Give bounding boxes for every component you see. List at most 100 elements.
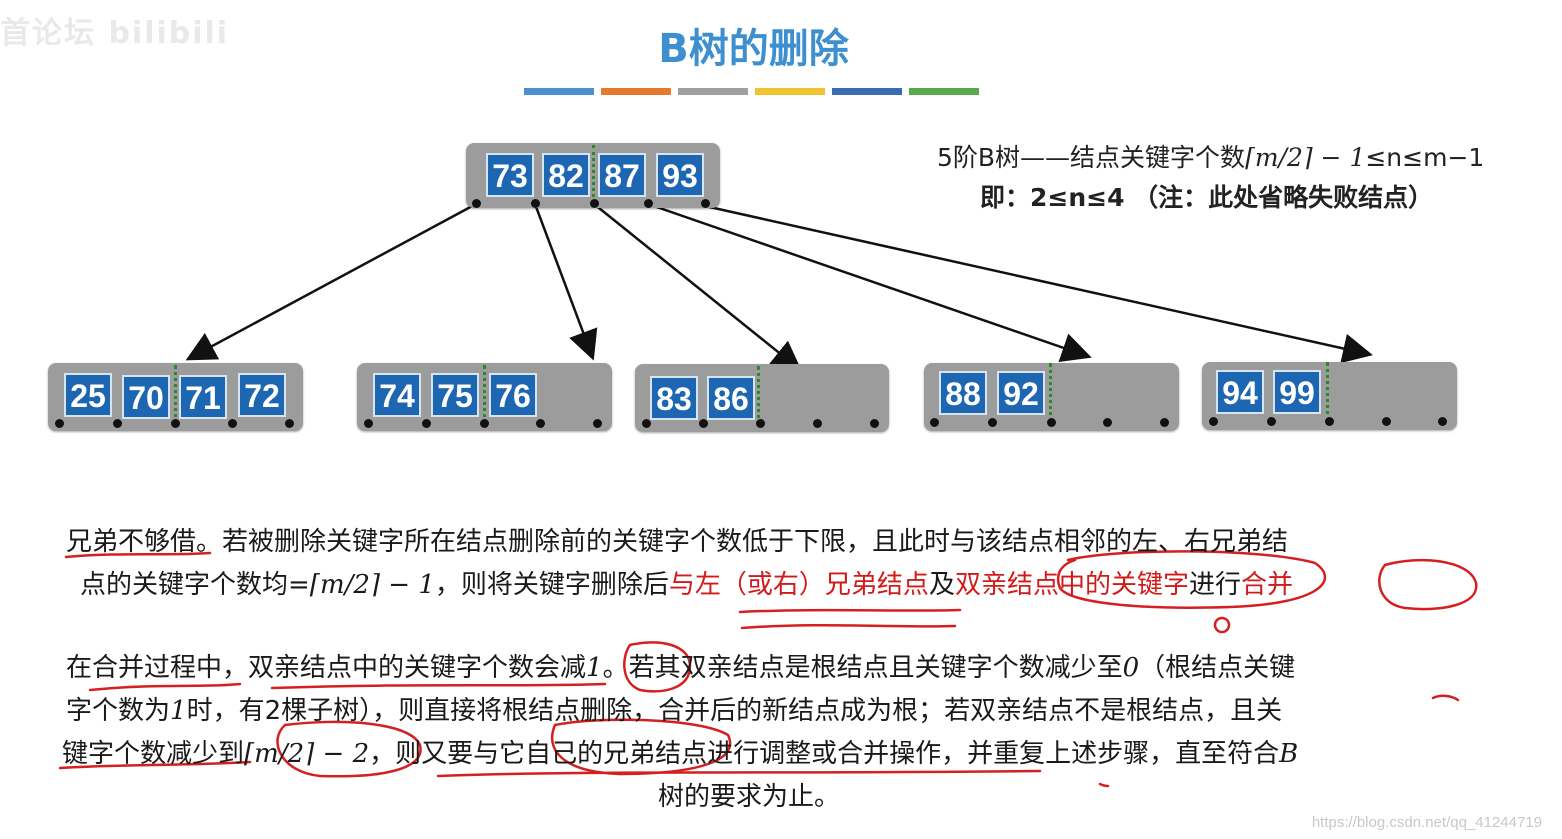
p1-text: 点的关键字个数均= bbox=[80, 570, 310, 600]
p1-highlight-sibling: 与左（或右）兄弟结点 bbox=[668, 570, 929, 600]
order-note-line2: 即：2≤n≤4 （注：此处省略失败结点） bbox=[980, 183, 1434, 212]
edge-to-child-5 bbox=[704, 204, 1373, 364]
paragraph2-line1: 在合并过程中，双亲结点中的关键字个数会减1。若其双亲结点是根结点且关键字个数减少… bbox=[66, 647, 1295, 690]
p2-num: 1 bbox=[170, 696, 187, 726]
child-pointer-dot bbox=[988, 418, 997, 427]
p2-formula: ⌈m/2⌉ − 2 bbox=[244, 739, 370, 769]
edge-to-child-2 bbox=[533, 203, 598, 361]
edge-to-child-4 bbox=[647, 202, 1092, 362]
p2-num: 1 bbox=[586, 653, 603, 683]
root-node: 73 82 87 93 bbox=[466, 143, 720, 208]
p2-text: （根结点关键 bbox=[1139, 653, 1296, 683]
edge-to-child-1 bbox=[185, 202, 477, 361]
accent-bar bbox=[601, 88, 671, 95]
child-pointer-dot bbox=[699, 419, 708, 428]
underline-adjust-merge bbox=[436, 769, 1042, 778]
child-pointer-dot bbox=[1325, 417, 1334, 426]
child-pointer-dot bbox=[1438, 417, 1447, 426]
child-pointer-dot bbox=[642, 419, 651, 428]
p2-text: 时，有2棵子树），则直接将根结点删除，合并后的新结点成为根；若双亲结点不是根结点… bbox=[186, 696, 1283, 726]
key-separator bbox=[757, 366, 760, 426]
circle-merge bbox=[1378, 558, 1478, 611]
child-pointer-dot bbox=[930, 418, 939, 427]
child-key: 94 bbox=[1216, 370, 1264, 414]
child-pointer-dot bbox=[1209, 417, 1218, 426]
p1-formula: ⌈m/2⌉ − 1 bbox=[309, 570, 435, 600]
child-pointer-dot bbox=[590, 199, 599, 208]
paragraph2-line2: 字个数为1时，有2棵子树），则直接将根结点删除，合并后的新结点成为根；若双亲结点… bbox=[66, 690, 1282, 733]
accent-bar bbox=[678, 88, 748, 95]
child-pointer-dot bbox=[1267, 417, 1276, 426]
p1-text: ，则将关键字删除后 bbox=[434, 570, 669, 600]
p2-text: 在合并过程中，双亲结点中的关键字个数会减 bbox=[66, 653, 587, 683]
root-key: 73 bbox=[486, 153, 534, 197]
accent-bar bbox=[909, 88, 979, 95]
child-key: 71 bbox=[179, 375, 227, 419]
p2-text: ，则又要与它自己的兄弟结点进行调整或合并操作，并重复上述步骤，直至符合 bbox=[369, 739, 1280, 769]
p2-b-letter: B bbox=[1279, 739, 1299, 769]
key-separator bbox=[483, 365, 486, 425]
child-pointer-dot bbox=[1382, 417, 1391, 426]
underline-left-right-sibling bbox=[738, 608, 962, 614]
child-pointer-dot bbox=[422, 419, 431, 428]
child-pointer-dot bbox=[813, 419, 822, 428]
child-key: 70 bbox=[122, 375, 170, 419]
handwritten-annotations bbox=[58, 550, 1478, 788]
small-circle-mark bbox=[1213, 616, 1231, 634]
p2-num: 0 bbox=[1122, 653, 1140, 683]
underline-parent-count bbox=[270, 682, 607, 690]
edge-to-child-3 bbox=[593, 203, 802, 372]
key-separator bbox=[592, 145, 595, 203]
child-key: 92 bbox=[997, 371, 1045, 415]
child-pointer-dot bbox=[701, 199, 710, 208]
circle-parent-key bbox=[1056, 550, 1327, 609]
child-pointer-dot bbox=[1160, 418, 1169, 427]
child-pointer-dot bbox=[113, 419, 122, 428]
order-note-formula: ⌈m/2⌉ − 1 bbox=[1245, 143, 1366, 172]
circle-own-sibling bbox=[550, 718, 732, 776]
bilibili-logo: 首论坛 bilibili bbox=[0, 16, 230, 51]
p2-text: 键字个数减少到 bbox=[62, 739, 245, 769]
accent-bar bbox=[524, 88, 594, 95]
child-key: 99 bbox=[1273, 370, 1321, 414]
order-note-prefix: 5阶B树——结点关键字个数 bbox=[937, 143, 1246, 172]
root-key: 87 bbox=[598, 153, 646, 197]
child-node-1: 25 70 71 72 bbox=[48, 363, 303, 431]
order-note-line1: 5阶B树——结点关键字个数⌈m/2⌉ − 1≤n≤m−1 bbox=[937, 138, 1484, 174]
key-separator bbox=[1049, 363, 1052, 423]
p1-highlight-parent-key: 双亲结点中的关键字 bbox=[954, 570, 1189, 600]
paragraph1-line1: 兄弟不够借。若被删除关键字所在结点删除前的关键字个数低于下限，且此时与该结点相邻… bbox=[66, 527, 1289, 557]
root-key: 93 bbox=[656, 153, 704, 197]
circle-minus-one bbox=[623, 641, 692, 693]
key-separator bbox=[174, 365, 177, 425]
child-pointer-dot bbox=[756, 419, 765, 428]
order-note-suffix: ≤n≤m−1 bbox=[1365, 143, 1485, 172]
child-pointer-dot bbox=[285, 419, 294, 428]
p2-text: 字个数为 bbox=[66, 696, 171, 726]
page-title: B树的删除 bbox=[658, 26, 849, 72]
child-pointer-dot bbox=[55, 419, 64, 428]
child-key: 72 bbox=[238, 373, 286, 417]
child-key: 83 bbox=[650, 376, 698, 420]
p2-text: 。若其双亲结点是根结点且关键字个数减少至 bbox=[602, 653, 1123, 683]
child-pointer-dot bbox=[472, 199, 481, 208]
child-pointer-dot bbox=[1047, 418, 1056, 427]
child-key: 75 bbox=[431, 373, 479, 417]
accent-bar bbox=[755, 88, 825, 95]
child-pointer-dot bbox=[536, 419, 545, 428]
child-pointer-dot bbox=[480, 419, 489, 428]
child-key: 76 bbox=[489, 373, 537, 417]
child-key: 25 bbox=[64, 373, 112, 417]
paragraph2-line3: 键字个数减少到⌈m/2⌉ − 2，则又要与它自己的兄弟结点进行调整或合并操作，并… bbox=[62, 733, 1298, 776]
circle-formula-minus-two bbox=[276, 720, 422, 778]
key-separator bbox=[1326, 362, 1329, 422]
underline-merge-process bbox=[88, 682, 242, 692]
p1-text: 进行 bbox=[1188, 570, 1241, 600]
p1-highlight-merge: 合并 bbox=[1240, 570, 1293, 600]
child-pointer-dot bbox=[644, 199, 653, 208]
child-pointer-dot bbox=[228, 419, 237, 428]
underline-reduce-to bbox=[58, 760, 252, 770]
paragraph2-line4: 树的要求为止。 bbox=[658, 782, 841, 812]
underline-brothers bbox=[64, 551, 212, 559]
